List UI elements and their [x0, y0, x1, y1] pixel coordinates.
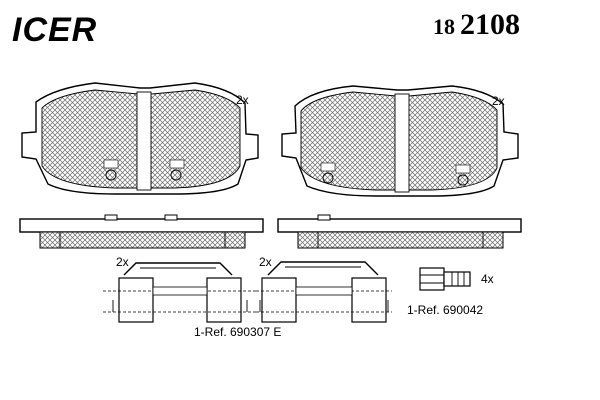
product-series: 18 — [433, 14, 455, 39]
pad-left-quantity: 2x — [236, 93, 249, 107]
bolt-reference: 1-Ref. 690042 — [407, 303, 483, 317]
clip-right-drawing — [256, 261, 392, 323]
clip-kit-reference: 1-Ref. 690307 E — [194, 325, 281, 339]
bolt-quantity: 4x — [481, 272, 494, 286]
clip-left-drawing — [103, 262, 258, 323]
clip-left-quantity: 2x — [116, 255, 129, 269]
pad-right-quantity: 2x — [492, 94, 505, 108]
brake-pad-right-profile — [277, 214, 522, 249]
brake-pad-left-profile — [19, 214, 264, 249]
brake-pad-left-face — [21, 82, 259, 195]
brake-pad-right-face — [281, 85, 519, 197]
icer-logo: ICER — [12, 11, 97, 49]
logo-text: ICER — [12, 11, 97, 49]
clip-right-quantity: 2x — [259, 255, 272, 269]
guide-bolt-drawing — [419, 267, 471, 291]
product-number: 2108 — [460, 8, 520, 41]
